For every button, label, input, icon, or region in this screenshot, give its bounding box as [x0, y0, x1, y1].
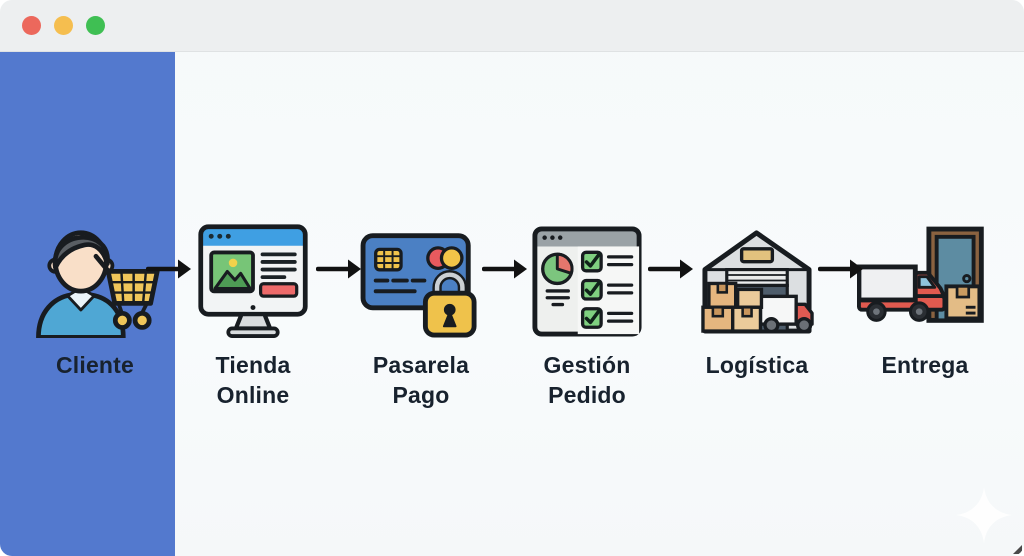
flow-step-gestion-pedido: Gestión Pedido: [509, 212, 665, 410]
flow-step-tienda-online: Tienda Online: [175, 212, 331, 410]
credit-card-padlock-icon: [360, 212, 482, 338]
arrow-right-icon: [316, 259, 361, 279]
step-label-tienda-online: Tienda Online: [215, 352, 291, 408]
order-checklist-icon: [531, 212, 643, 338]
online-store-monitor-icon: [196, 212, 310, 338]
step-label-pasarela-pago: Pasarela Pago: [372, 352, 470, 408]
customer-with-cart-icon: [29, 212, 161, 338]
step-label-entrega: Entrega: [881, 352, 969, 378]
step-label-logistica: Logística: [705, 352, 809, 378]
flow-step-cliente: Cliente: [17, 212, 173, 380]
close-button-icon[interactable]: [22, 16, 41, 35]
step-label-cliente: Cliente: [55, 352, 135, 378]
window-titlebar: [0, 0, 1024, 52]
sparkle-watermark-icon: [956, 487, 1012, 543]
flow-step-logistica: Logística: [679, 212, 835, 380]
step-label-gestion-pedido: Gestión Pedido: [543, 352, 631, 408]
delivery-truck-door-icon: [857, 212, 993, 338]
arrow-right-icon: [818, 259, 863, 279]
arrow-right-icon: [146, 259, 191, 279]
flow-step-entrega: Entrega: [847, 212, 1003, 380]
diagram-canvas: Cliente: [0, 52, 1024, 556]
warehouse-truck-icon: [695, 212, 819, 338]
minimize-button-icon[interactable]: [54, 16, 73, 35]
maximize-button-icon[interactable]: [86, 16, 105, 35]
arrow-right-icon: [648, 259, 693, 279]
corner-resize-arrow-icon: [1013, 545, 1022, 554]
arrow-right-icon: [482, 259, 527, 279]
flow-step-pasarela-pago: Pasarela Pago: [343, 212, 499, 410]
